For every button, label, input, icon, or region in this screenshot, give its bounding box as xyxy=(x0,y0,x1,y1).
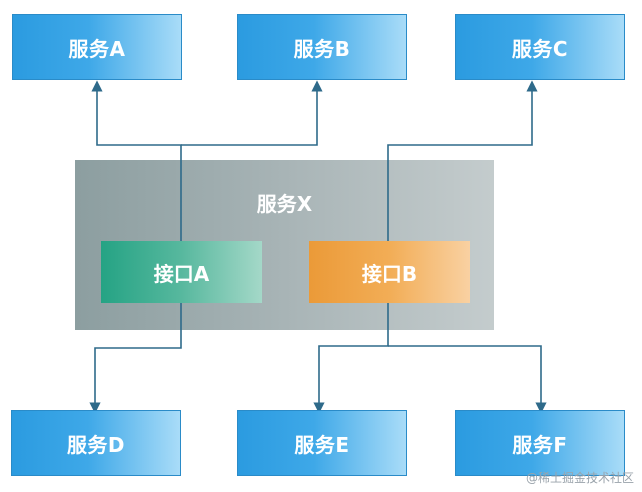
interface-b: 接口B xyxy=(309,241,470,303)
service-b: 服务B xyxy=(237,14,407,80)
service-a: 服务A xyxy=(12,14,182,80)
connector-interface-a-to-service-b xyxy=(181,80,323,146)
service-x-title: 服务X xyxy=(256,192,313,216)
interface-a: 接口A xyxy=(101,241,262,303)
service-e: 服务E xyxy=(237,410,407,476)
connector-interface-b-to-service-f xyxy=(388,345,547,414)
service-f: 服务F xyxy=(455,410,625,476)
service-d: 服务D xyxy=(11,410,181,476)
watermark: @稀土掘金技术社区 xyxy=(525,471,634,485)
service-c: 服务C xyxy=(455,14,625,80)
